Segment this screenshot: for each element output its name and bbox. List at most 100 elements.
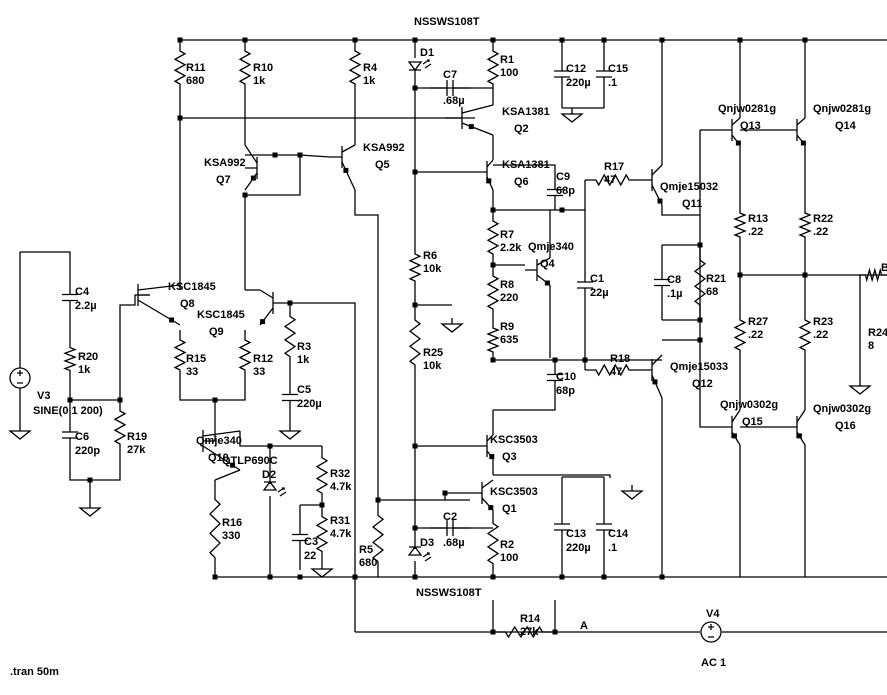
capacitor-value: 68p [556,185,575,197]
capacitor-body [596,40,612,108]
capacitor-name: C9 [556,171,570,183]
resistor-body [493,625,555,639]
resistor-value: 680 [186,75,204,87]
wire [239,431,322,447]
capacitor-c8 [654,245,670,320]
emitter-arrow [486,178,492,184]
resistor-r2 [486,510,500,577]
voltage-source-v3 [9,367,31,389]
resistor-name: R14 [520,613,541,625]
capacitor-name: C7 [443,69,457,81]
capacitor-value: 220µ [566,77,591,89]
resistor-value: 220 [500,292,518,304]
junction-dot [67,397,73,403]
junction-dot [659,574,665,580]
junction-dot [412,574,418,580]
resistor-value: 1k [363,75,376,87]
resistor-r9 [486,320,500,360]
junction-dot [412,85,418,91]
capacitor-value: 22µ [590,287,609,299]
transistor-q11 [640,164,663,206]
resistor-value: 68 [706,286,718,298]
resistor-value: .22 [748,226,763,238]
capacitor-body [577,210,593,360]
resistor-name: R9 [500,321,514,333]
transistor-model: KSC1845 [197,309,245,321]
transistor-model: KSA1381 [502,159,550,171]
transistor-model: Qmje340 [528,241,574,253]
resistor-r18 [585,363,640,377]
resistor-body [486,210,500,265]
capacitor-c3 [292,505,308,570]
resistor-value: 635 [500,334,518,346]
wire [214,469,241,481]
schematic-junctions [67,37,808,635]
resistor-body [486,510,500,577]
transistor-collector [651,354,663,366]
resistor-body [733,310,747,360]
transistor-name: Q7 [216,174,231,186]
resistor-r15 [173,330,187,380]
transistor-model: Qmje15033 [670,361,728,373]
transistor-q8 [137,284,181,326]
capacitor-value: .1 [608,77,617,89]
junction-dot [490,207,496,213]
diode-model: QTLP690C [222,455,278,467]
capacitor-c15 [596,40,612,108]
resistor-body [113,400,127,455]
capacitor-value: .1 [608,542,617,554]
resistor-body [238,40,252,95]
transistor-q2 [450,104,494,136]
resistor-name: R3 [297,341,311,353]
wire [414,290,452,306]
junction-dot [490,262,496,268]
transistor-collector [259,289,274,299]
transistor-base [450,107,463,129]
emitter-arrow [488,505,494,511]
resistor-value: 27k [520,626,539,638]
diode-d3 [407,545,432,562]
resistor-r7 [486,210,500,265]
resistor-r22 [798,205,812,245]
resistor-r20 [63,340,77,378]
junction-dot [697,317,703,323]
junction-dot [297,574,303,580]
resistor-r23 [798,310,812,360]
ground-symbol [620,485,644,500]
resistor-r31 [315,505,329,563]
capacitor-value: 2.2µ [75,300,97,312]
transistor-collector [731,409,741,423]
resistor-r27 [733,310,747,360]
emitter-arrow [169,317,175,323]
wire [493,164,556,175]
emitter-arrow [260,319,266,325]
capacitor-body [554,40,570,108]
ground-symbol [440,318,464,333]
resistor-name: R5 [359,544,373,556]
transistor-name: Q15 [742,416,763,428]
junction-dot [267,574,273,580]
emitter-arrow [468,124,474,130]
voltage-source-v4 [700,621,722,643]
transistor-q1 [470,479,494,511]
junction-dot [287,300,293,306]
node-b-label: B [881,262,887,274]
diode-body [407,545,423,556]
resistor-name: R8 [500,279,514,291]
capacitor-body [292,505,308,570]
transistor-name: Q11 [682,198,702,210]
junction-dot [297,152,303,158]
junction-dot [375,497,381,503]
transistor-collector [202,430,241,437]
diode-name: D1 [420,47,434,59]
transistor-q9 [259,289,285,326]
resistor-body [585,363,640,377]
wire [354,190,379,500]
resistor-body [733,205,747,245]
transistor-name: Q10 [208,452,229,464]
transistor-base [475,435,488,457]
diode-body [407,61,423,72]
capacitor-c5 [282,370,298,425]
transistor-q10 [202,430,241,471]
resistor-name: R11 [186,62,206,74]
